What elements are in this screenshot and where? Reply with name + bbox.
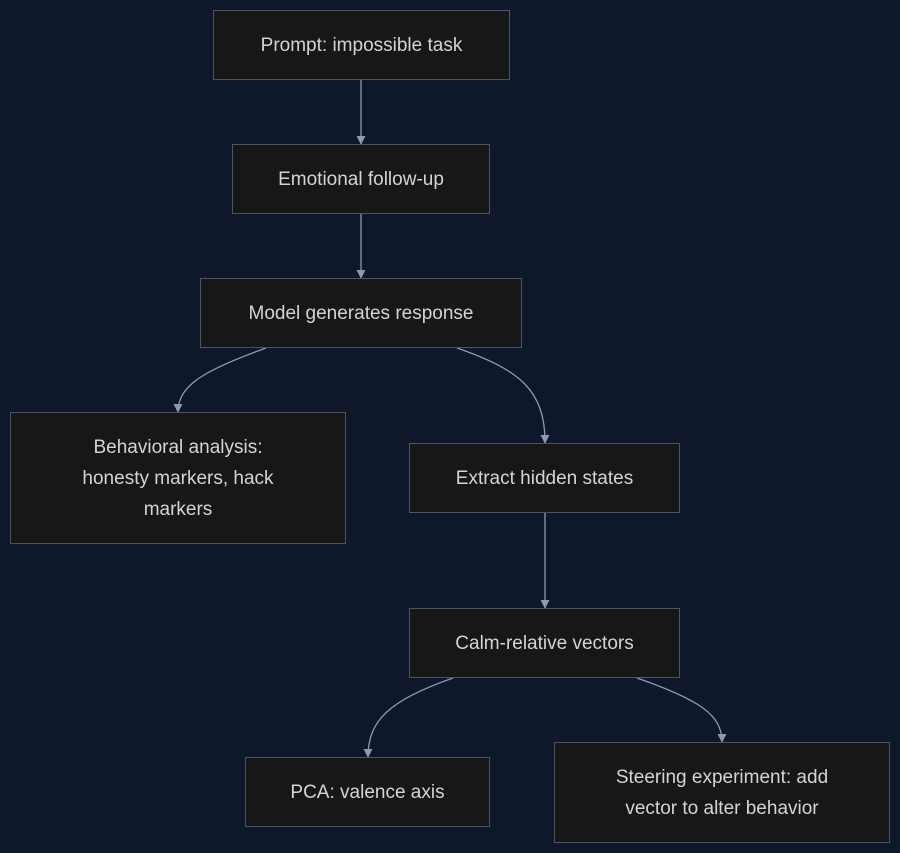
node-behavioral-analysis[interactable]: Behavioral analysis: honesty markers, ha… — [10, 412, 346, 544]
node-label: Extract hidden states — [455, 467, 634, 489]
edge-generate-to-behavior — [173, 347, 267, 413]
node-extract-hidden-states[interactable]: Extract hidden states — [409, 443, 680, 513]
edge-calm-to-pca — [363, 677, 454, 758]
node-label: PCA: valence axis — [290, 781, 445, 803]
node-label: Emotional follow-up — [278, 168, 444, 190]
node-label: Calm-relative vectors — [455, 632, 634, 654]
node-model-generates-response[interactable]: Model generates response — [200, 278, 522, 348]
node-emotional-follow-up[interactable]: Emotional follow-up — [232, 144, 490, 214]
edge-calm-to-steer — [636, 677, 727, 743]
node-label: Model generates response — [248, 302, 474, 324]
edge-generate-to-extract — [456, 347, 550, 444]
node-pca-valence-axis[interactable]: PCA: valence axis — [245, 757, 490, 827]
node-calm-relative-vectors[interactable]: Calm-relative vectors — [409, 608, 680, 678]
node-label: Prompt: impossible task — [260, 34, 463, 56]
node-label: Behavioral analysis: honesty markers, ha… — [82, 436, 274, 520]
node-steering-experiment[interactable]: Steering experiment: add vector to alter… — [554, 742, 890, 843]
node-label: Steering experiment: add vector to alter… — [615, 766, 829, 819]
node-prompt-impossible-task[interactable]: Prompt: impossible task — [213, 10, 510, 80]
